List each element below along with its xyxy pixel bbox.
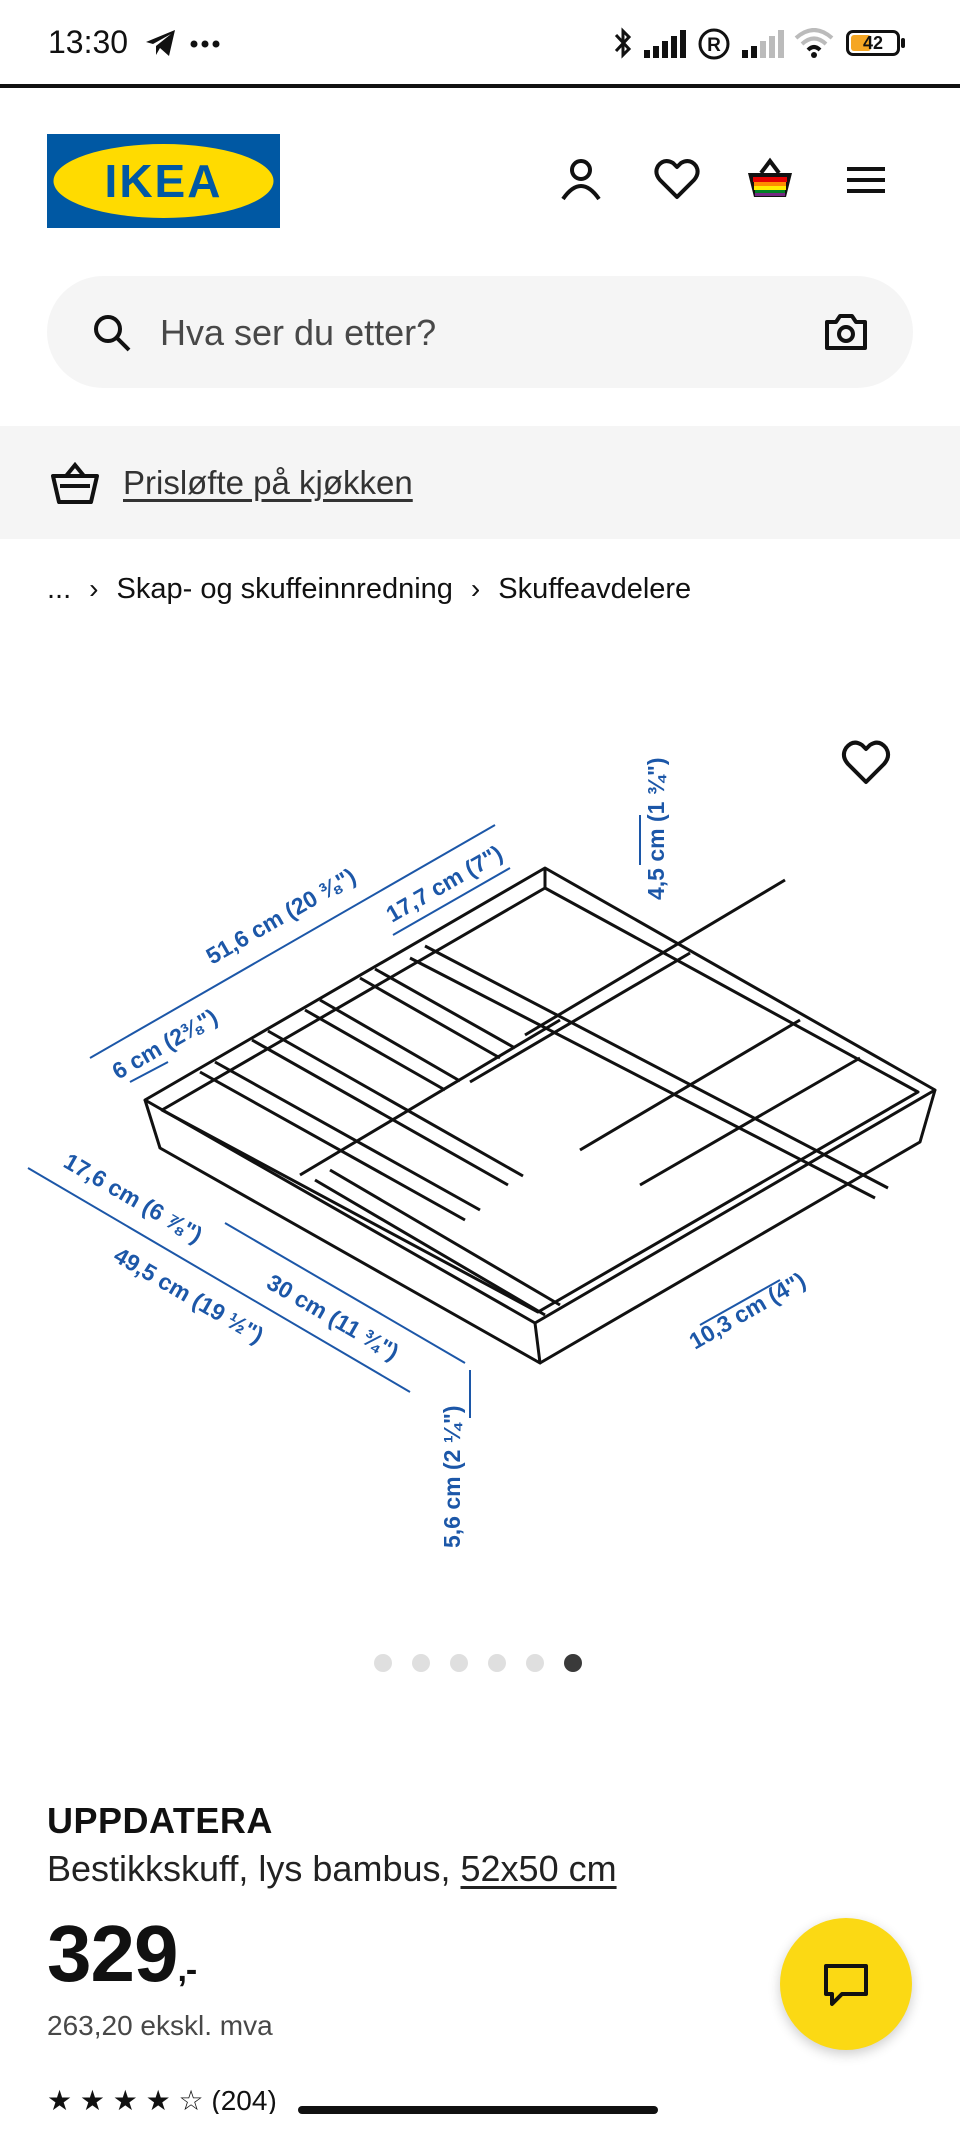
dimension-lines xyxy=(27,815,781,1418)
menu-icon[interactable] xyxy=(841,155,891,205)
logo-text: IKEA xyxy=(105,155,223,207)
ikea-logo[interactable]: IKEA xyxy=(47,134,280,228)
carousel-indicator[interactable] xyxy=(374,1654,602,1676)
product-rating[interactable]: ★ ★ ★ ★ ☆ (204) xyxy=(47,2084,277,2114)
drawer-drawing xyxy=(143,866,937,1365)
product-name: UPPDATERA xyxy=(47,1800,273,1841)
price-promise-banner[interactable]: Prisløfte på kjøkken xyxy=(0,426,960,539)
carousel-dot[interactable] xyxy=(564,1654,582,1672)
product-description-text: Bestikkskuff, lys bambus, xyxy=(47,1848,461,1889)
carousel-dot[interactable] xyxy=(488,1654,506,1672)
favorite-heart-icon[interactable] xyxy=(840,738,892,786)
signal-2-icon xyxy=(742,30,784,58)
status-time: 13:30 xyxy=(48,24,129,60)
carousel-dot[interactable] xyxy=(450,1654,468,1672)
rating-stars: ★ ★ ★ ★ ☆ xyxy=(47,2085,212,2114)
product-size-link[interactable]: 52x50 cm xyxy=(460,1848,617,1889)
more-dots-icon xyxy=(190,40,220,48)
battery-level: 42 xyxy=(863,33,884,53)
dim-height-outer: 5,6 cm (2 ¼") xyxy=(439,1405,465,1548)
bluetooth-icon xyxy=(614,27,632,59)
battery-icon: 42 xyxy=(846,30,905,56)
product-price: 329,- xyxy=(47,1908,197,2000)
price-value: 329 xyxy=(47,1909,178,1998)
chat-icon xyxy=(824,1964,868,2006)
carousel-dot[interactable] xyxy=(374,1654,392,1672)
home-indicator[interactable] xyxy=(298,2106,658,2114)
registered-icon: R xyxy=(698,28,730,60)
rating-count: (204) xyxy=(211,2085,277,2114)
search-bar[interactable]: Hva ser du etter? xyxy=(47,276,913,388)
svg-text:R: R xyxy=(707,35,721,56)
basket-icon xyxy=(51,462,99,504)
price-promise-link[interactable]: Prisløfte på kjøkken xyxy=(123,464,413,501)
product-image[interactable]: 51,6 cm (20 ⅜") 17,7 cm (7") 4,5 cm (1 ¾… xyxy=(0,700,960,1580)
wifi-icon xyxy=(794,28,834,58)
status-bar: 13:30 R 42 xyxy=(0,0,960,88)
signal-icon xyxy=(644,30,686,58)
price-ex-vat: 263,20 ekskl. mva xyxy=(47,2010,273,2041)
breadcrumb-separator: › xyxy=(89,573,99,605)
chat-button[interactable] xyxy=(780,1918,912,2050)
telegram-icon xyxy=(146,30,175,56)
account-icon[interactable] xyxy=(556,155,606,205)
logo-mark: IKEA xyxy=(47,134,280,228)
search-icon xyxy=(94,315,131,352)
dim-compartment-width-small: 10,3 cm (4") xyxy=(685,1267,810,1354)
product-description: Bestikkskuff, lys bambus, 52x50 cm xyxy=(47,1848,617,1890)
breadcrumb-item-cabinet-drawer[interactable]: Skap- og skuffeinnredning xyxy=(116,572,453,605)
breadcrumb-item-ellipsis[interactable]: ... xyxy=(47,572,72,605)
heart-icon[interactable] xyxy=(652,155,702,205)
basket-icon[interactable] xyxy=(745,155,795,205)
breadcrumb: ... › Skap- og skuffeinnredning › Skuffeavde… xyxy=(47,572,691,606)
breadcrumb-item-drawer-dividers[interactable]: Skuffeavdelere xyxy=(498,572,692,605)
dim-height-inner: 4,5 cm (1 ¾") xyxy=(643,757,669,900)
carousel-dot[interactable] xyxy=(412,1654,430,1672)
breadcrumb-separator: › xyxy=(470,573,481,605)
camera-icon[interactable] xyxy=(823,312,869,352)
search-input[interactable]: Hva ser du etter? xyxy=(160,312,437,353)
price-suffix: ,- xyxy=(177,1951,197,1989)
carousel-dot[interactable] xyxy=(526,1654,544,1672)
dim-compartment-width: 17,7 cm (7") xyxy=(382,840,507,927)
